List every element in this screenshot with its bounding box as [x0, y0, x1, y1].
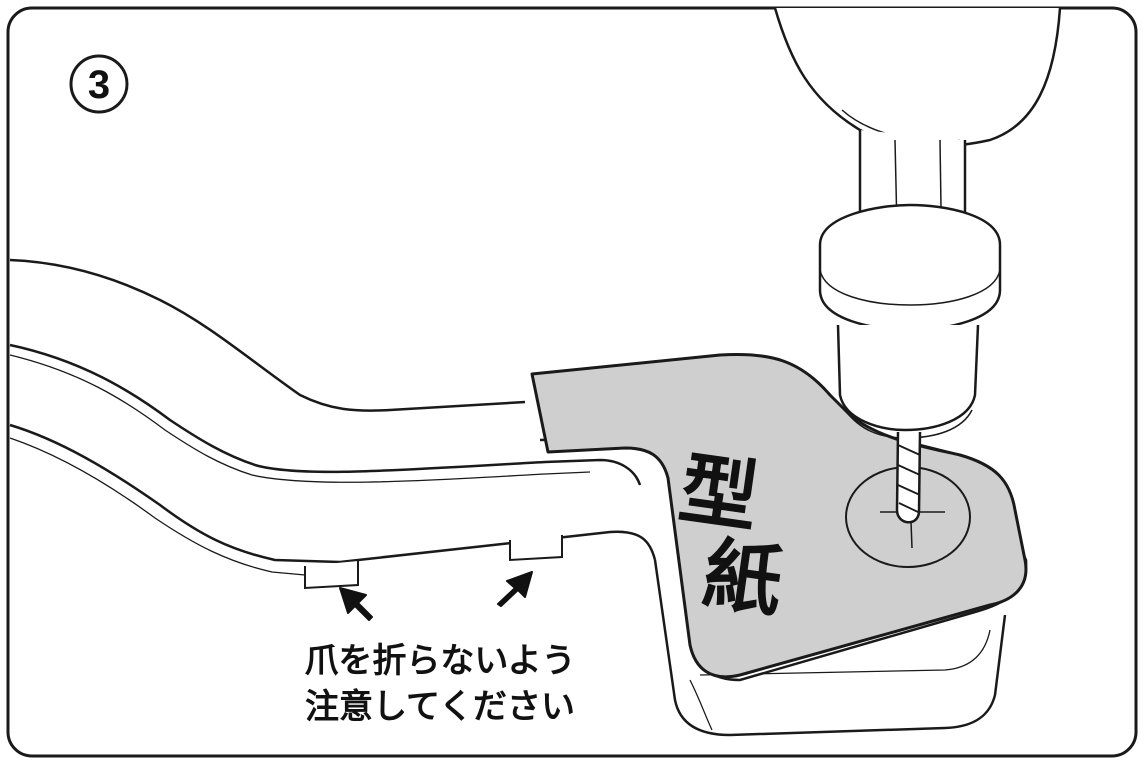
step-badge-circle: [69, 54, 129, 114]
bracket-front-edge: [9, 423, 657, 564]
frame-border: [6, 6, 1138, 758]
bracket-bevel-line: [9, 354, 591, 483]
stand-bracket: [9, 258, 1007, 737]
drill-bit-flutes: [897, 444, 921, 513]
drill-chuck-collar: [818, 203, 1002, 332]
bracket-corner-highlight: [689, 679, 713, 731]
template-label-line2: 紙: [698, 529, 788, 629]
step-badge: 3: [69, 54, 129, 114]
caution-line2: 注意してください: [305, 687, 575, 727]
bracket-inner-edge: [9, 343, 642, 486]
drill-bit: [895, 431, 922, 524]
arrow-up-left-icon: [339, 587, 373, 621]
bracket-top-edge: [9, 258, 526, 412]
bracket-corner-body: [653, 559, 1007, 737]
step-number: 3: [88, 63, 110, 107]
arrow-up-right-icon: [497, 571, 533, 607]
drill-body: [773, 7, 1062, 148]
template-label-line1: 型: [674, 444, 764, 544]
drill-icon: [773, 7, 1062, 524]
bracket-corner-lower-edge: [699, 629, 991, 676]
bracket-front-bevel: [9, 437, 306, 576]
drill-chuck: [836, 324, 980, 432]
template-sheet: [530, 352, 1028, 679]
drill-collar-rim: [819, 269, 1001, 306]
claws: [304, 535, 563, 590]
caution-line1: 爪を折らないよう: [304, 641, 575, 681]
claw-left: [304, 561, 359, 590]
claw-right: [509, 535, 563, 562]
